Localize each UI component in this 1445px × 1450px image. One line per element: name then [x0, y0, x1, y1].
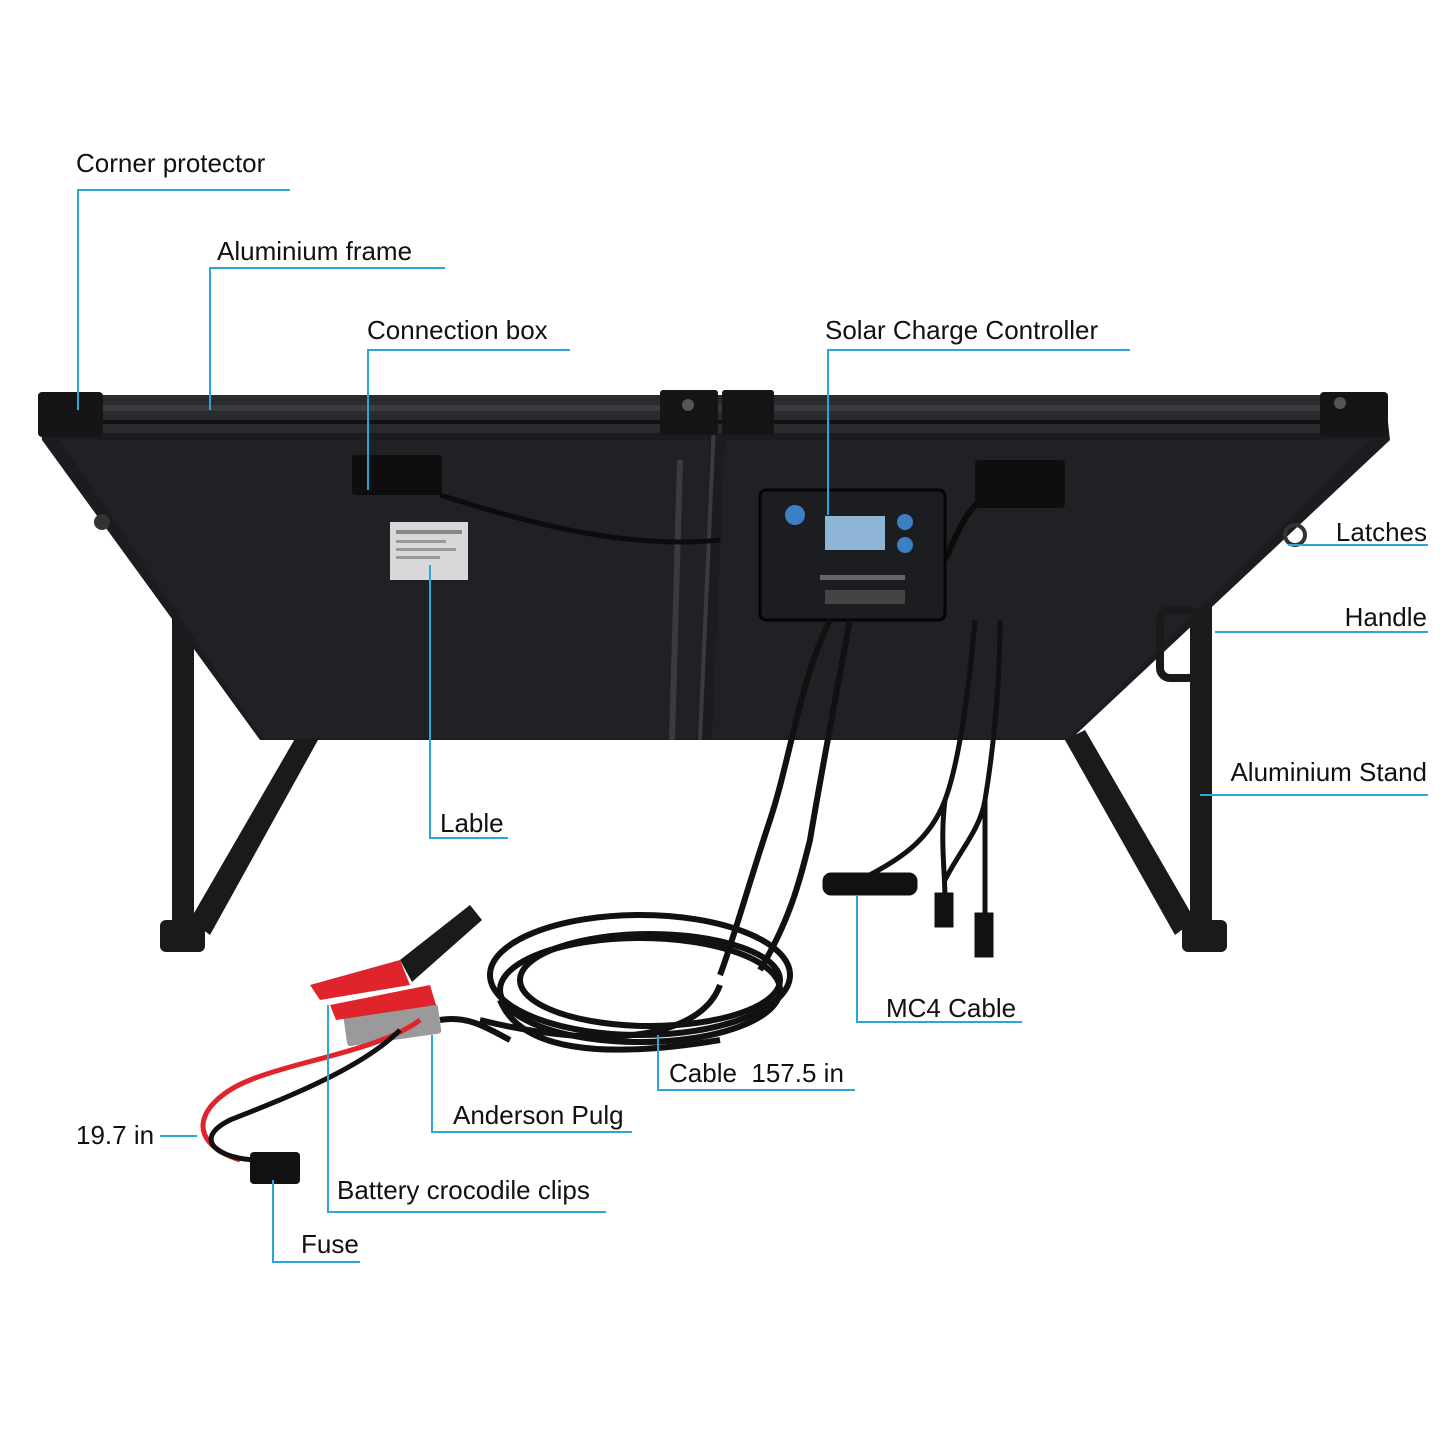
- label-aluminium-frame: Aluminium frame: [217, 236, 413, 266]
- solar-panel: [38, 395, 1390, 741]
- connection-box-left: [352, 455, 442, 495]
- main-cable: [479, 618, 853, 1053]
- mc4-cable: [822, 619, 1003, 958]
- label-battery-crocodile-clips: Battery crocodile clips: [337, 1175, 590, 1205]
- label-anderson-plug: Anderson Pulg: [453, 1100, 624, 1130]
- label-clip-length: 19.7 in: [76, 1120, 155, 1150]
- leader-lines: [77, 189, 1428, 1263]
- corner-protector-left: [38, 392, 103, 437]
- fuse: [250, 1152, 300, 1184]
- label-corner-protector: Corner protector: [76, 148, 266, 178]
- latch-left: [94, 514, 110, 530]
- label-connection-box: Connection box: [367, 315, 548, 345]
- handle: [1156, 606, 1202, 682]
- label-mc4-cable: MC4 Cable: [886, 993, 1017, 1023]
- charge-controller: [758, 488, 947, 622]
- label-aluminium-stand: Aluminium Stand: [1230, 757, 1427, 787]
- label-handle: Handle: [1344, 602, 1427, 632]
- connection-box-right: [975, 460, 1065, 508]
- label-lable: Lable: [440, 808, 504, 838]
- label-solar-charge-controller: Solar Charge Controller: [825, 315, 1099, 345]
- battery-crocodile-clips: [200, 905, 482, 1163]
- label-cable-length: Cable 157.5 in: [669, 1058, 844, 1088]
- hinge-center: [660, 390, 774, 435]
- label-fuse: Fuse: [301, 1229, 359, 1259]
- label-latches: Latches: [1335, 517, 1427, 547]
- corner-protector-right: [1320, 392, 1388, 437]
